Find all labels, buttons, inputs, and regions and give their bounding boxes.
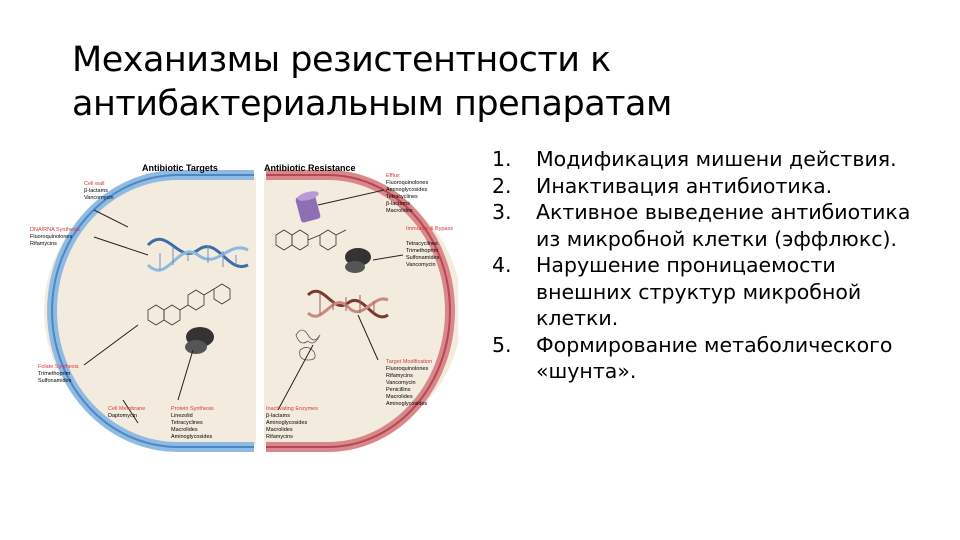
label-protein-synthesis: Protein Synthesis Linezolid Tetracycline… <box>171 406 214 440</box>
list-item-text: Нарушение проницаемости внешних структур… <box>536 253 862 330</box>
label-title: Target Modification <box>386 359 432 365</box>
label-item: Macrolides <box>386 208 413 214</box>
label-item: β-lactams <box>84 188 108 194</box>
label-item: β-lactams <box>266 413 290 419</box>
label-dna-rna-synthesis: DNA/RNA Synthesis Fluoroquinolones Rifam… <box>30 227 80 247</box>
label-item: Aminoglycosides <box>386 187 428 193</box>
label-item: Fluoroquinolones <box>386 180 428 186</box>
list-item-number: 2. <box>492 173 512 198</box>
ribosome-icon-right <box>345 248 371 273</box>
list-item: 2. Инактивация антибиотика. <box>492 173 932 200</box>
label-item: Tetracyclines <box>386 194 418 200</box>
list-item-text: Модификация мишени действия. <box>536 147 897 171</box>
label-item: Rifamycins <box>266 434 293 440</box>
label-immunity-bypass: Immunity & Bypass Tetracyclines Trimetho… <box>406 226 453 268</box>
label-item: Macrolides <box>171 427 198 433</box>
dna-helix-icon-left <box>146 237 249 272</box>
label-item: Aminoglycosides <box>266 420 308 426</box>
label-title: Folate Synthesis <box>38 364 79 370</box>
label-item: Sulfonamides <box>406 255 440 261</box>
label-item: Rifamycins <box>386 373 413 379</box>
label-efflux: Efflux Fluoroquinolones Aminoglycosides … <box>386 173 428 214</box>
label-cell-wall: Cell wall β-lactams Vancomycin <box>84 181 114 201</box>
molecule-structure-icon-left <box>147 283 231 326</box>
list-item-number: 5. <box>492 332 512 357</box>
label-cell-membrane: Cell Membrane Daptomycin <box>108 406 145 419</box>
label-item: β-lactams <box>386 201 410 207</box>
list-item-number: 1. <box>492 147 512 171</box>
ribosome-icon-left <box>185 327 214 354</box>
list-item: 5. Формирование метаболического «шунта». <box>492 332 932 385</box>
label-item: Penicillins <box>386 387 411 393</box>
label-target-modification: Target Modification Fluoroquinolones Rif… <box>386 359 432 407</box>
label-item: Vancomycin <box>386 380 416 386</box>
label-title: Cell Membrane <box>108 406 145 412</box>
left-header: Antibiotic Targets <box>142 163 218 173</box>
label-item: Vancomycin <box>406 262 436 268</box>
title-line-1: Механизмы резистентности к <box>72 40 611 80</box>
protein-structure-icon <box>295 329 321 361</box>
label-item: Aminoglycosides <box>386 401 428 407</box>
label-title: Cell wall <box>84 181 104 187</box>
list-item: 1. Модификация мишени действия. <box>492 146 932 173</box>
label-item: Macrolides <box>266 427 293 433</box>
mechanisms-list: 1. Модификация мишени действия. 2. Инакт… <box>492 146 932 385</box>
slide-title: Механизмы резистентности к антибактериал… <box>72 38 892 126</box>
efflux-pump-icon <box>295 191 321 223</box>
list-item-number: 3. <box>492 200 512 224</box>
label-item: Rifamycins <box>30 241 57 247</box>
label-item: Sulfonamides <box>38 378 72 384</box>
label-item: Aminoglycosides <box>171 434 213 440</box>
label-item: Tetracyclines <box>171 420 203 426</box>
label-item: Fluoroquinolones <box>386 366 428 372</box>
label-item: Linezolid <box>171 413 193 419</box>
list-item-text: Активное выведение антибиотика из микроб… <box>536 200 911 251</box>
label-title: Protein Synthesis <box>171 406 214 412</box>
label-item: Daptomycin <box>108 413 137 419</box>
label-inactivating-enzymes: Inactivating Enzymes β-lactams Aminoglyc… <box>266 406 318 440</box>
cell-left-half <box>44 177 258 445</box>
label-title: Efflux <box>386 173 400 179</box>
molecule-structure-icon-right <box>275 229 347 251</box>
label-item: Trimethoprim <box>406 248 439 254</box>
label-item: Vancomycin <box>84 195 114 201</box>
label-item: Tetracyclines <box>406 241 438 247</box>
list-item: 3. Активное выведение антибиотика из мик… <box>492 199 932 252</box>
label-title: DNA/RNA Synthesis <box>30 227 80 233</box>
label-title: Inactivating Enzymes <box>266 406 318 412</box>
label-item: Macrolides <box>386 394 413 400</box>
label-item: Fluoroquinolones <box>30 234 72 240</box>
list-item: 4. Нарушение проницаемости внешних струк… <box>492 252 932 332</box>
list-item-text: Инактивация антибиотика. <box>536 173 833 198</box>
right-header: Antibiotic Resistance <box>264 163 356 173</box>
label-item: Trimethoprim <box>38 371 71 377</box>
label-folate-synthesis: Folate Synthesis Trimethoprim Sulfonamid… <box>38 364 79 384</box>
title-line-2: антибактериальным препаратам <box>72 84 672 124</box>
antibiotic-mechanisms-diagram: Antibiotic Targets Antibiotic Resistance… <box>28 155 458 475</box>
label-title: Immunity & Bypass <box>406 226 453 232</box>
list-item-number: 4. <box>492 253 512 277</box>
list-item-text: Формирование метаболического «шунта». <box>536 332 893 384</box>
dna-helix-icon-right <box>306 289 389 319</box>
